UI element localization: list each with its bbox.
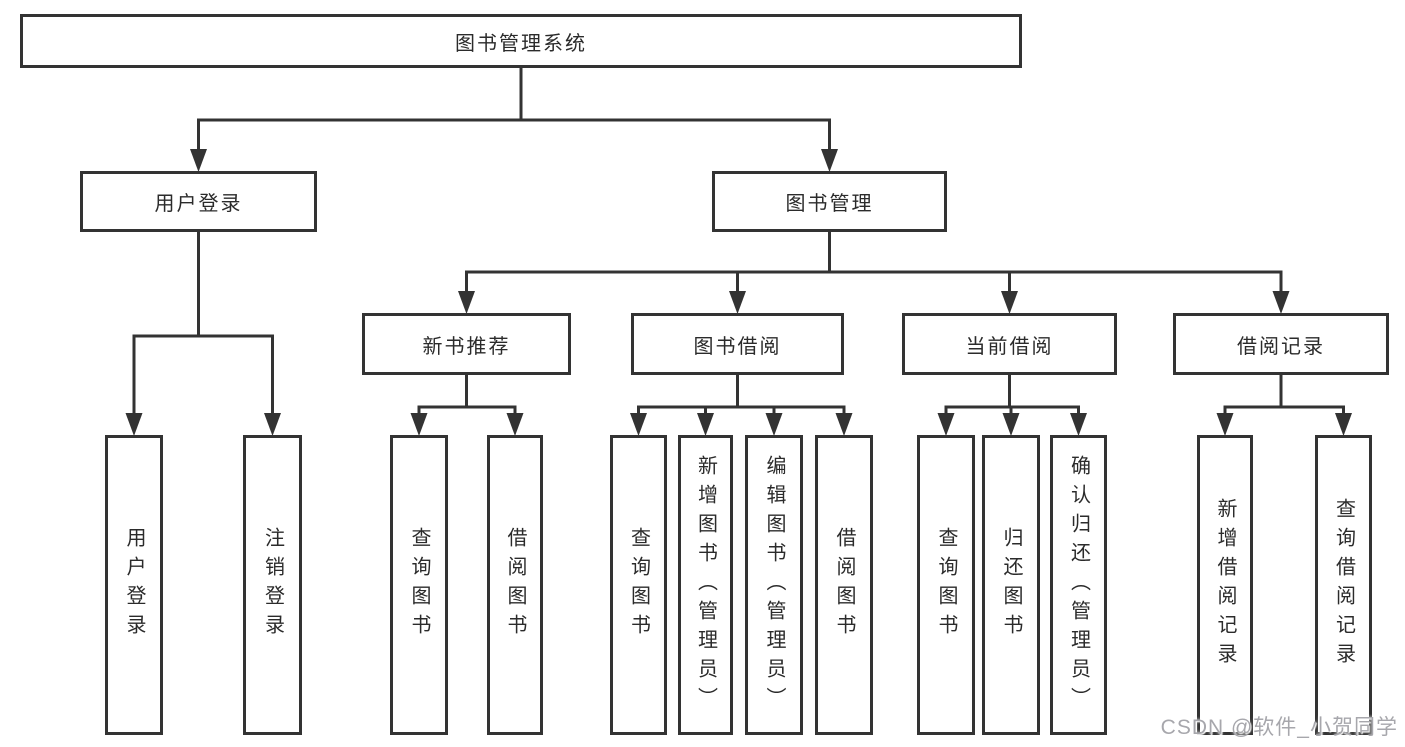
node-borrow-query: 查询图书: [610, 435, 667, 735]
node-records-add: 新增借阅记录: [1197, 435, 1253, 735]
node-label-borrow-query: 查询图书: [627, 527, 650, 643]
arrowhead-icon: [506, 413, 524, 436]
node-label-records-add: 新增借阅记录: [1214, 498, 1236, 672]
arrowhead-icon: [765, 413, 783, 436]
node-label-current: 当前借阅: [965, 335, 1054, 358]
arrowhead-icon: [1335, 413, 1352, 436]
node-rec: 新书推荐: [362, 313, 571, 375]
node-label-login-logout: 注销登录: [261, 527, 284, 643]
node-label-rec: 新书推荐: [422, 335, 511, 358]
node-borrow-add: 新增图书（管理员）: [678, 435, 733, 735]
arrowhead-icon: [729, 291, 746, 314]
arrowhead-icon: [458, 291, 475, 314]
arrowhead-icon: [1070, 413, 1087, 436]
node-label-borrow: 图书借阅: [693, 335, 782, 358]
node-login: 用户登录: [80, 171, 317, 232]
node-label-root: 图书管理系统: [455, 32, 587, 55]
watermark: CSDN @软件_小贺同学: [1160, 716, 1398, 739]
node-label-current-query: 查询图书: [935, 527, 957, 643]
node-records-query: 查询借阅记录: [1315, 435, 1372, 735]
arrowhead-icon: [264, 413, 281, 436]
node-label-borrow-borrow: 借阅图书: [833, 527, 855, 643]
arrowhead-icon: [1002, 413, 1020, 436]
node-label-borrow-add: 新增图书（管理员）: [694, 454, 717, 716]
arrowhead-icon: [1216, 413, 1234, 436]
node-label-login: 用户登录: [154, 193, 243, 215]
node-label-rec-borrow: 借阅图书: [504, 527, 526, 643]
node-current-confirm: 确认归还（管理员）: [1050, 435, 1107, 735]
arrowhead-icon: [835, 413, 853, 436]
node-root: 图书管理系统: [20, 14, 1022, 68]
node-borrow-edit: 编辑图书（管理员）: [745, 435, 803, 735]
arrowhead-icon: [1001, 291, 1018, 314]
node-label-current-confirm: 确认归还（管理员）: [1067, 454, 1090, 716]
node-rec-query: 查询图书: [390, 435, 448, 735]
arrowhead-icon: [125, 413, 143, 436]
node-mgmt: 图书管理: [712, 171, 947, 232]
arrowhead-icon: [410, 413, 428, 436]
node-label-records: 借阅记录: [1237, 335, 1325, 358]
arrowhead-icon: [630, 413, 647, 436]
node-current-return: 归还图书: [982, 435, 1040, 735]
node-borrow-borrow: 借阅图书: [815, 435, 873, 735]
node-login-user: 用户登录: [105, 435, 163, 735]
node-rec-borrow: 借阅图书: [487, 435, 543, 735]
node-label-records-query: 查询借阅记录: [1332, 498, 1355, 672]
node-label-login-user: 用户登录: [123, 527, 145, 643]
arrowhead-icon: [697, 413, 714, 436]
node-label-rec-query: 查询图书: [408, 527, 430, 643]
arrowhead-icon: [821, 149, 838, 172]
node-borrow: 图书借阅: [631, 313, 844, 375]
arrowhead-icon: [937, 413, 955, 436]
arrowhead-icon: [1272, 291, 1290, 314]
node-label-current-return: 归还图书: [1000, 527, 1022, 643]
node-label-mgmt: 图书管理: [785, 193, 874, 215]
node-current: 当前借阅: [902, 313, 1117, 375]
node-current-query: 查询图书: [917, 435, 975, 735]
node-label-borrow-edit: 编辑图书（管理员）: [763, 454, 785, 716]
node-login-logout: 注销登录: [243, 435, 302, 735]
node-records: 借阅记录: [1173, 313, 1389, 375]
arrowhead-icon: [190, 149, 207, 172]
